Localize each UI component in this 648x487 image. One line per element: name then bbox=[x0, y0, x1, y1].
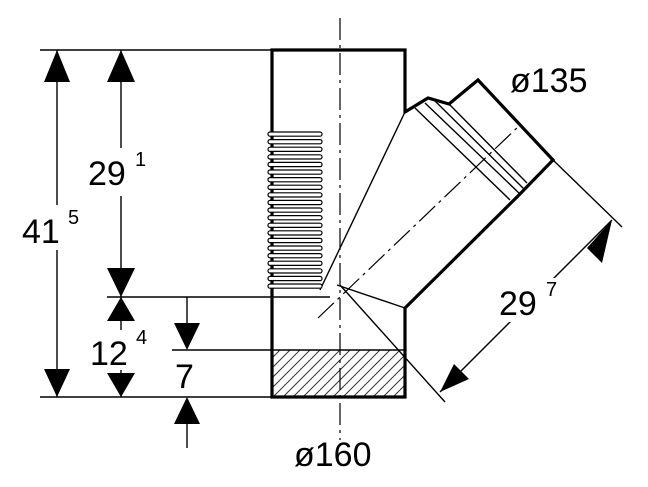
seal-rib bbox=[267, 237, 323, 244]
seal-rib bbox=[267, 161, 323, 168]
dim-12-label: 12 bbox=[90, 335, 128, 373]
dim-297-sup: 7 bbox=[546, 279, 557, 301]
hatch-line bbox=[332, 350, 381, 397]
seal-rib bbox=[267, 177, 323, 183]
dim-29-arrow-top bbox=[107, 50, 135, 82]
seal-rib bbox=[267, 253, 323, 259]
hatch-line bbox=[272, 350, 301, 379]
dim-297-arrow-start bbox=[440, 364, 469, 392]
hatch-line bbox=[342, 350, 391, 397]
dim-12-arrow-bottom bbox=[107, 373, 135, 397]
branch-socket-line-3 bbox=[433, 99, 526, 191]
dim-297-ext-2 bbox=[552, 159, 623, 228]
hatch-line bbox=[382, 374, 405, 397]
dim-7-label: 7 bbox=[175, 358, 194, 396]
branch-inner-line-bottom bbox=[336, 284, 406, 309]
seal-rib bbox=[267, 275, 323, 282]
seal-rib bbox=[267, 215, 323, 221]
seal-rib bbox=[267, 245, 323, 251]
seal-rib bbox=[267, 283, 323, 289]
hatch-line bbox=[402, 394, 405, 397]
dim-41-sup: 5 bbox=[68, 207, 79, 229]
dim-41-arrow-top bbox=[44, 50, 70, 82]
branch-inner-line-top bbox=[319, 111, 406, 291]
branch-diameter-label: ø135 bbox=[510, 62, 588, 100]
seal-rib bbox=[267, 222, 323, 228]
dim-12-sup: 4 bbox=[136, 327, 147, 349]
seal-rib bbox=[267, 169, 323, 175]
hatch-line bbox=[272, 350, 281, 359]
dim-29-arrow-bottom bbox=[107, 268, 135, 297]
dim-297-label: 29 bbox=[499, 285, 537, 323]
seal-ribs bbox=[267, 131, 323, 289]
dim-297-arrow-end bbox=[587, 220, 612, 263]
seal-rib bbox=[267, 207, 323, 213]
branch-socket-line-4 bbox=[448, 103, 528, 184]
dim-29-sup: 1 bbox=[135, 149, 146, 171]
branch-socket-line-2 bbox=[424, 102, 521, 195]
seal-rib bbox=[267, 199, 323, 206]
main-pipe-outline bbox=[270, 48, 556, 399]
branch-center-axis bbox=[317, 124, 521, 319]
hatch-line bbox=[322, 350, 371, 397]
seal-rib bbox=[267, 139, 323, 145]
hatch-line bbox=[282, 350, 331, 397]
seal-rib bbox=[267, 260, 323, 267]
socket-hatching bbox=[272, 348, 472, 400]
hatch-line bbox=[312, 350, 361, 397]
dim-41-label: 41 bbox=[22, 213, 60, 251]
hatch-line bbox=[352, 350, 401, 397]
seal-rib bbox=[267, 154, 323, 160]
hatch-line bbox=[420, 348, 472, 400]
dim-41-arrow-bottom bbox=[44, 369, 70, 397]
hatch-line bbox=[302, 350, 351, 397]
hatch-line bbox=[292, 350, 341, 397]
dim-7-arrow-top bbox=[174, 323, 200, 350]
hatch-line bbox=[362, 354, 405, 397]
dim-297-ext-1 bbox=[339, 284, 446, 403]
dim-12-arrow-top bbox=[107, 297, 135, 321]
seal-rib bbox=[267, 192, 323, 198]
hatch-line bbox=[372, 364, 405, 397]
hatch-line bbox=[392, 384, 405, 397]
hatch-line bbox=[272, 350, 291, 369]
seal-rib bbox=[267, 268, 323, 274]
dim-7-arrow-bottom bbox=[174, 397, 200, 424]
main-diameter-label: ø160 bbox=[294, 436, 372, 474]
seal-rib bbox=[267, 146, 323, 152]
hatch-line bbox=[272, 350, 321, 397]
seal-rib bbox=[267, 184, 323, 190]
seal-rib bbox=[267, 230, 323, 236]
branch-socket-line-1 bbox=[414, 107, 511, 201]
dim-29-label: 29 bbox=[88, 155, 126, 193]
seal-rib bbox=[267, 131, 323, 137]
hatch-line bbox=[272, 350, 311, 389]
